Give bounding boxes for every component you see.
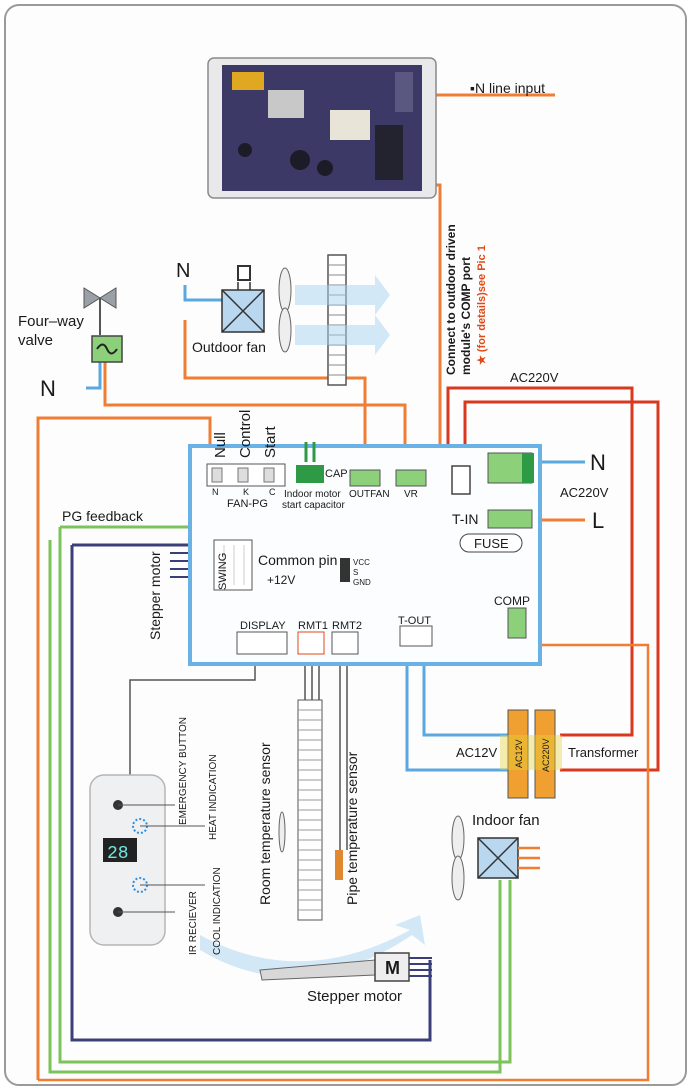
- connect-note: Connect to outdoor driven module's COMP …: [444, 224, 488, 375]
- wire-rmt1: [304, 660, 320, 700]
- label-n-outdoor-fan: N: [176, 260, 190, 282]
- wire-tout-1: [405, 645, 520, 772]
- connect-note-line-3: ★ (for details)see Pic 1: [476, 245, 488, 365]
- label-n-line-input: ▪N line input: [470, 80, 545, 96]
- label-s: S: [353, 568, 358, 577]
- label-display: DISPLAY: [240, 620, 286, 632]
- label-outfan: OUTFAN: [349, 489, 390, 500]
- label-pipe-temp-sensor: Pipe temperature sensor: [344, 751, 360, 905]
- label-outdoor-fan: Outdoor fan: [192, 339, 266, 355]
- label-n-valve: N: [40, 376, 56, 401]
- label-indoor-motor-1: Indoor motor: [284, 489, 341, 500]
- wire-ac220-loop: [446, 386, 634, 737]
- wire-valve-n: [86, 362, 102, 390]
- label-rmt2: RMT2: [332, 620, 362, 632]
- label-four-way-1: Four–way: [18, 313, 84, 330]
- wire-vr: [103, 362, 407, 470]
- outdoor-coil: [295, 254, 390, 386]
- wire-tout-2: [422, 645, 520, 737]
- indoor-fan: [451, 815, 540, 901]
- wire-navy-loop: [70, 545, 432, 1042]
- wire-rmt2: [339, 660, 348, 850]
- stepper-motor: [259, 952, 432, 982]
- label-four-way-2: valve: [18, 332, 53, 349]
- label-control: Control: [237, 410, 254, 458]
- outdoor-module: [207, 57, 437, 199]
- label-comp: COMP: [494, 594, 530, 608]
- indoor-coil: [200, 699, 425, 977]
- label-heat-indication: HEAT INDICATION: [208, 754, 219, 840]
- label-stepper-motor-bottom: Stepper motor: [307, 988, 402, 1005]
- label-ac220-right: AC220V: [560, 485, 609, 500]
- label-indoor-fan: Indoor fan: [472, 812, 540, 829]
- label-ac12v: AC12V: [456, 745, 498, 760]
- label-indoor-motor-2: start capacitor: [282, 500, 345, 511]
- label-room-temp-sensor: Room temperature sensor: [257, 742, 273, 905]
- wire-display: [129, 660, 256, 800]
- connect-note-line-2: module's COMP port: [459, 257, 473, 375]
- label-ac220-top: AC220V: [510, 370, 559, 385]
- label-common-pin: Common pin: [258, 552, 337, 568]
- label-vcc: VCC: [353, 558, 370, 567]
- wire-ac220-loop-2: [463, 400, 660, 772]
- label-vr: VR: [404, 489, 418, 500]
- label-pin-c: C: [269, 487, 276, 497]
- display-digits: 28: [107, 844, 129, 864]
- label-cap: CAP: [325, 468, 348, 480]
- label-stepper-motor-left: Stepper motor: [147, 551, 163, 640]
- outdoor-fan: [221, 265, 292, 353]
- label-null: Null: [212, 432, 229, 458]
- label-cool-indication: COOL INDICATION: [212, 867, 223, 955]
- four-way-valve: [83, 287, 123, 363]
- wire-pg-loop: [58, 527, 512, 1064]
- label-emergency-button: EMERGENCY BUTTON: [178, 717, 189, 825]
- label-ac12v-xfmr: AC12V: [514, 739, 524, 768]
- label-pin-n: N: [212, 487, 219, 497]
- label-rmt1: RMT1: [298, 620, 328, 632]
- label-ac220v-xfmr: AC220V: [541, 738, 551, 772]
- wire-outdoor-fan-n: [183, 285, 222, 302]
- label-start: Start: [262, 425, 279, 458]
- wire-outfan: [183, 320, 367, 470]
- label-fan-pg: FAN-PG: [227, 498, 268, 510]
- label-transformer: Transformer: [568, 745, 639, 760]
- label-fuse: FUSE: [474, 536, 509, 551]
- label-t-in: T-IN: [452, 511, 478, 527]
- transformer: [500, 709, 562, 799]
- wire-pg-loop-2: [48, 540, 502, 1074]
- label-pg-feedback: PG feedback: [62, 508, 144, 524]
- label-t-out: T-OUT: [398, 615, 431, 627]
- label-pin-k: K: [243, 487, 249, 497]
- label-gnd: GND: [353, 578, 371, 587]
- label-plus12v: +12V: [267, 573, 295, 587]
- label-l-right: L: [592, 508, 604, 533]
- label-n-right: N: [590, 450, 606, 475]
- label-motor-m: M: [385, 958, 400, 978]
- connect-note-line-1: Connect to outdoor driven: [444, 224, 458, 375]
- display-panel: [89, 774, 205, 946]
- label-swing: SWING: [217, 553, 229, 590]
- indoor-control-board: [188, 442, 542, 666]
- label-ir-receiver: IR RECIEVER: [188, 891, 199, 955]
